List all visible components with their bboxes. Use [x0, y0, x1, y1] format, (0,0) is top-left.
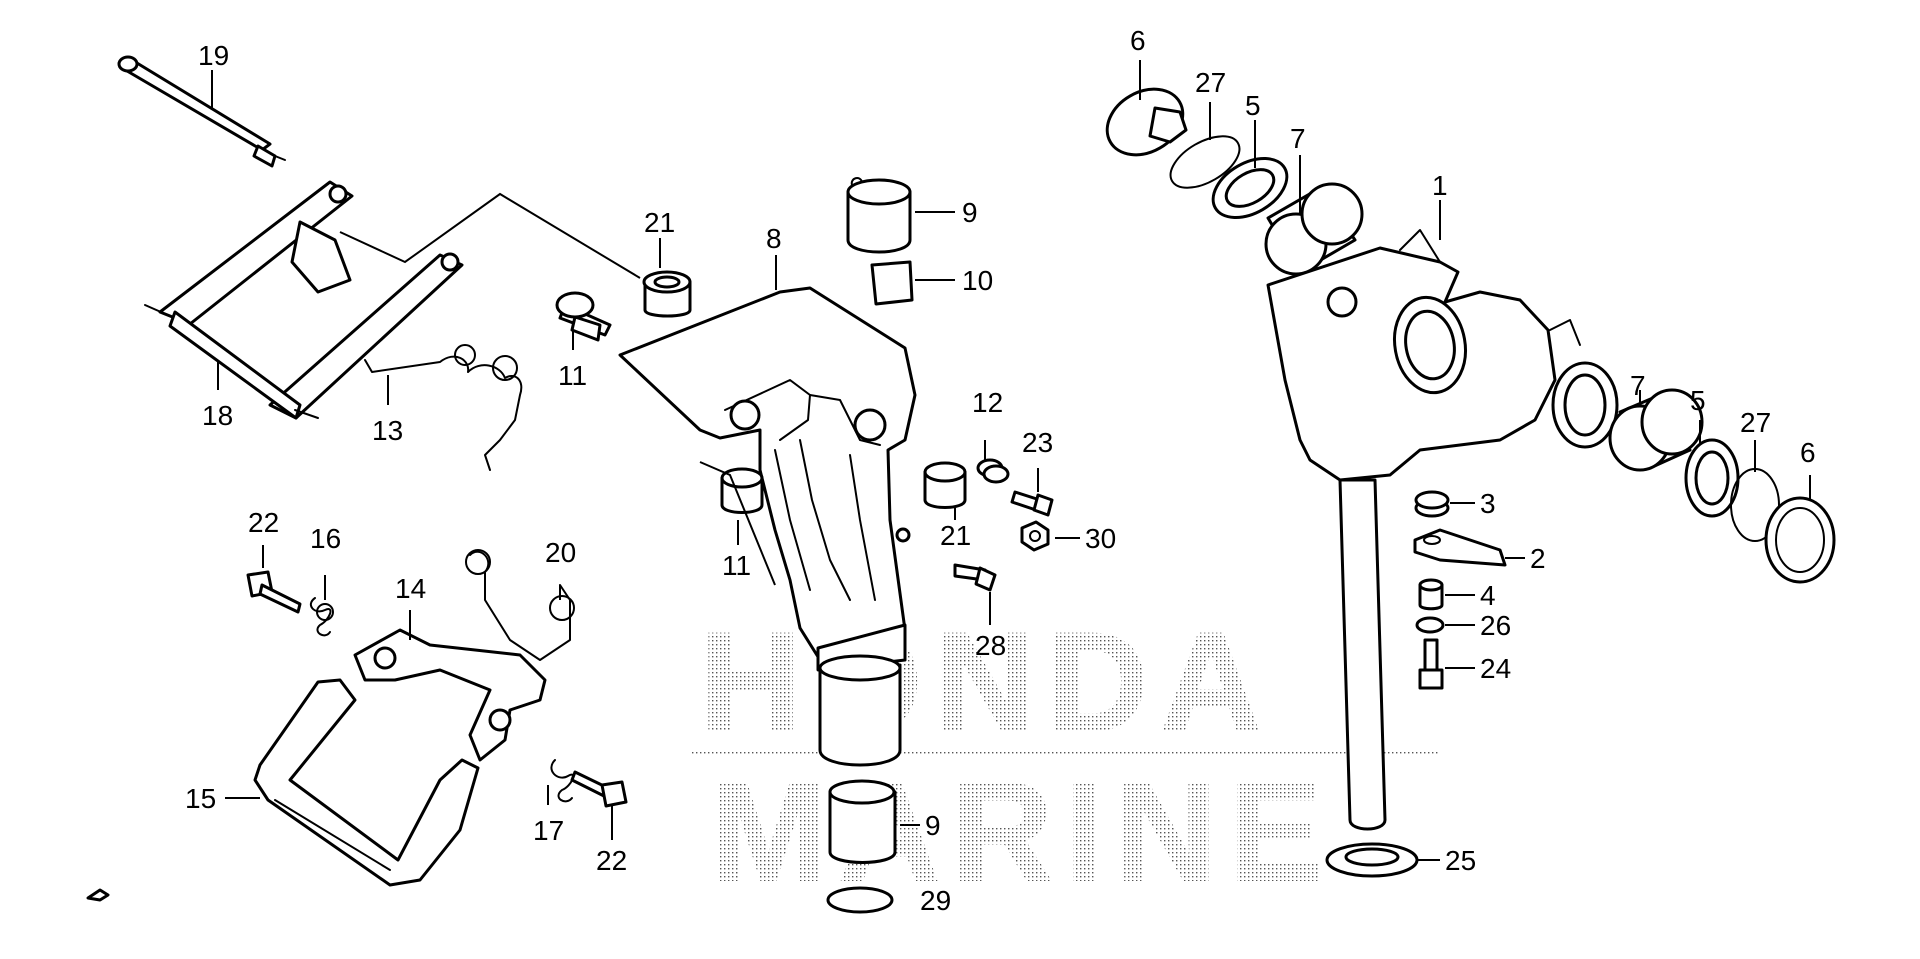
part-sleeve-9b: [828, 779, 897, 864]
part-ring-29: [826, 886, 894, 914]
callout-22b: 22: [596, 845, 627, 876]
callout-13: 13: [372, 415, 403, 446]
part-spring-13: [364, 344, 523, 471]
callout-19: 19: [198, 40, 229, 71]
callout-15: 15: [185, 783, 216, 814]
part-bushing-7b: [1608, 388, 1704, 472]
callout-6b: 6: [1800, 437, 1816, 468]
part-circlip-27a: [1169, 135, 1241, 189]
part-handle-15: [253, 678, 480, 887]
part-collar-4: [1418, 578, 1444, 611]
callout-21a: 21: [644, 207, 675, 238]
part-bushing-7a: [1264, 182, 1364, 276]
callout-11b: 11: [722, 550, 751, 581]
callout-1: 1: [1432, 170, 1448, 201]
callout-7a: 7: [1290, 123, 1306, 154]
part-bolt-22b: [570, 770, 628, 808]
callout-2: 2: [1530, 543, 1546, 574]
watermark-line1: HONDA: [700, 603, 1273, 760]
part-bushing-11a: [555, 291, 612, 342]
callout-9b: 9: [925, 810, 941, 841]
callout-30: 30: [1085, 523, 1116, 554]
watermark: HONDA MARINE: [690, 602, 1440, 911]
part-bushing-21a: [642, 270, 692, 318]
callout-20: 20: [545, 537, 576, 568]
part-bushing-11b: [720, 467, 764, 514]
callout-4: 4: [1480, 580, 1496, 611]
callout-12: 12: [972, 387, 1003, 418]
part-spring-3: [1414, 490, 1450, 518]
part-nut-30: [1020, 520, 1050, 552]
callout-9a: 9: [962, 197, 978, 228]
corner-mark: [86, 888, 110, 902]
part-pin-19: [117, 55, 286, 168]
part-arm-2: [1413, 528, 1507, 567]
callout-5b: 5: [1690, 385, 1706, 416]
part-swivel-case-8: [618, 286, 917, 767]
part-spring-16: [309, 597, 334, 637]
callout-10: 10: [962, 265, 993, 296]
callout-16: 16: [310, 523, 341, 554]
callout-8: 8: [766, 223, 782, 254]
part-bracket-18: [144, 180, 464, 420]
callout-25: 25: [1445, 845, 1476, 876]
callout-28: 28: [975, 630, 1006, 661]
callout-6a: 6: [1130, 25, 1146, 56]
callout-17: 17: [533, 815, 564, 846]
callout-5a: 5: [1245, 90, 1261, 121]
callout-18: 18: [202, 400, 233, 431]
callout-27a: 27: [1195, 67, 1226, 98]
part-bolt-22a: [246, 570, 302, 614]
callout-29: 29: [920, 885, 951, 916]
part-lever-14: [353, 628, 547, 762]
part-sleeve-9a: [846, 177, 912, 254]
part-bushing-21b: [923, 461, 967, 509]
part-cap-6a: [1105, 87, 1188, 157]
callout-labels: 19 18 13 21 8 11 9 10 12 23 30 21 11 28 …: [185, 25, 1816, 916]
part-washer-5a: [1211, 157, 1289, 219]
part-spring-12: [976, 458, 1010, 484]
callout-3: 3: [1480, 488, 1496, 519]
part-swivel-bracket-1: [1266, 229, 1619, 831]
callout-27b: 27: [1740, 407, 1771, 438]
leader-lines: [211, 60, 1811, 861]
watermark-line2: MARINE: [710, 753, 1334, 910]
callout-14: 14: [395, 573, 426, 604]
callout-11a: 11: [558, 360, 587, 391]
part-fitting-28: [953, 563, 997, 592]
callout-26: 26: [1480, 610, 1511, 641]
part-bolt-24: [1418, 638, 1444, 690]
callout-7b: 7: [1630, 370, 1646, 401]
part-bolt-23: [1010, 490, 1054, 517]
callout-24: 24: [1480, 653, 1511, 684]
callout-21b: 21: [940, 520, 971, 551]
part-piece-10: [870, 260, 914, 306]
part-spring-20: [465, 549, 575, 661]
part-washer-25: [1325, 842, 1419, 878]
part-spring-17: [550, 759, 575, 803]
part-cap-6b: [1764, 496, 1836, 584]
part-washer-5b: [1684, 438, 1740, 518]
part-washer-26: [1415, 616, 1445, 634]
callout-22a: 22: [248, 507, 279, 538]
callout-23: 23: [1022, 427, 1053, 458]
